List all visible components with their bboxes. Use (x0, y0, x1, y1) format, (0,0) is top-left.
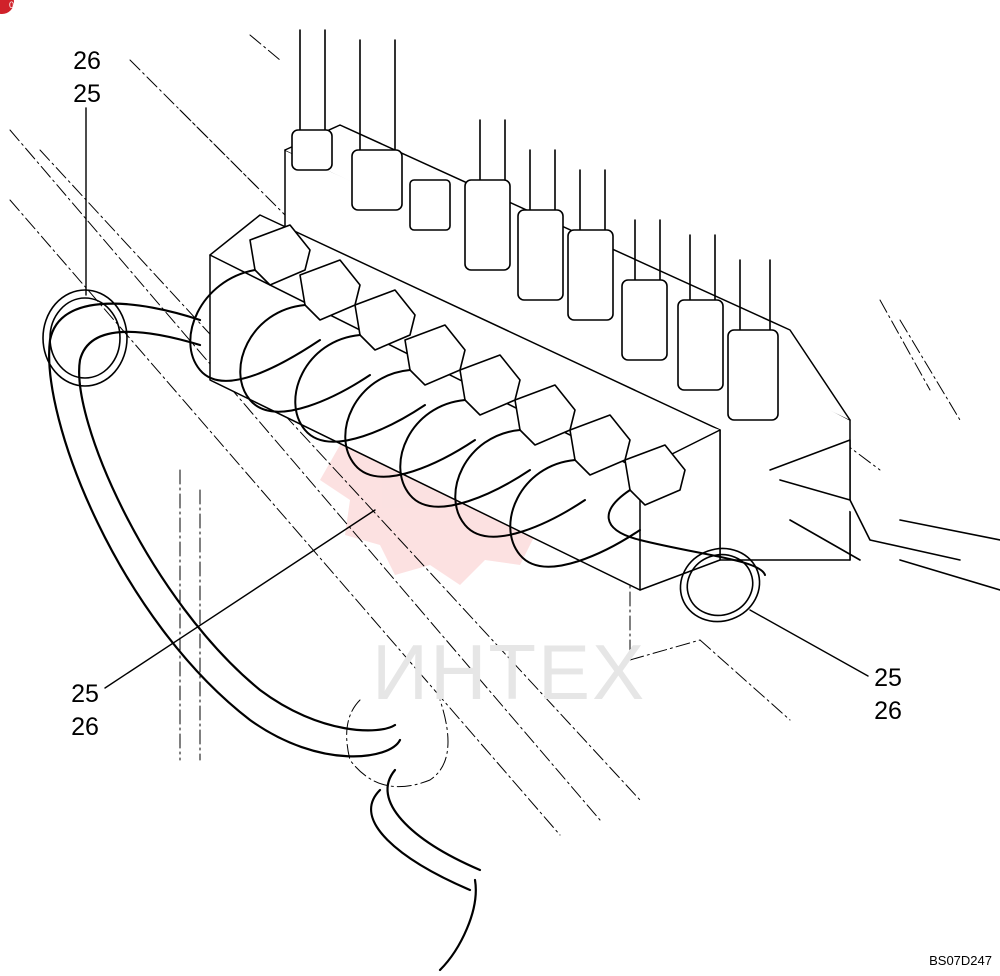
solenoid-connectors (249, 224, 686, 506)
callout-right: 25 26 (868, 662, 908, 728)
callout-bottom-left: 25 26 (65, 678, 105, 744)
cable-ties (42, 289, 761, 623)
callout-number: 25 (71, 680, 99, 708)
main-harness (48, 302, 482, 972)
callout-number: 25 (73, 80, 101, 108)
callout-number: 26 (71, 713, 99, 741)
frame-lines (9, 34, 961, 836)
wire-loops (189, 269, 766, 576)
drawing-code: BS07D247 (929, 953, 992, 968)
callout-number: 26 (73, 47, 101, 75)
hydraulic-hoses (291, 29, 1000, 591)
watermark-text: ИНТЕХ (372, 628, 647, 716)
leader-lines (85, 107, 869, 689)
callout-number: 26 (874, 697, 902, 725)
callout-number: 25 (874, 664, 902, 692)
callout-top-left: 26 25 (67, 45, 107, 111)
